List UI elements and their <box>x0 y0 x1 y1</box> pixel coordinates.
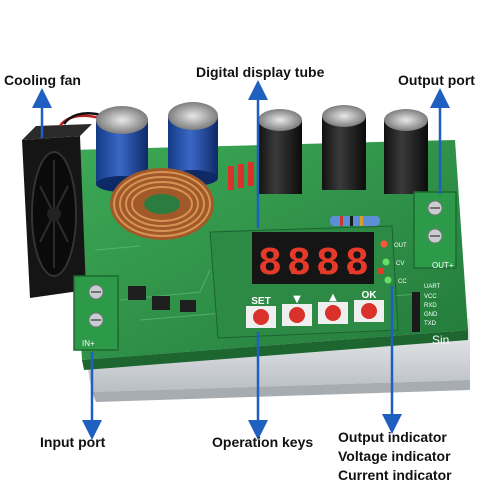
uart-header: UART VCC RXD GND TXD <box>412 284 441 332</box>
key-down-label: ▼ <box>293 294 301 305</box>
led-label-cc: CC <box>398 279 407 285</box>
callout-arrows <box>32 80 450 440</box>
uart-pin-rxd: RXD <box>424 303 437 309</box>
callout-cooling-fan: Cooling fan <box>4 72 81 88</box>
callout-current-indicator: Current indicator <box>338 467 452 483</box>
key-down[interactable]: ▼ <box>282 294 312 326</box>
uart-pin-vcc: VCC <box>424 294 437 300</box>
key-set[interactable]: SET <box>246 296 276 328</box>
operation-keys: SET ▼ ▲ OK <box>246 290 384 328</box>
indicator-leds: OUT CV CC <box>380 240 407 285</box>
display-module: 8. 8. 8. 8. <box>209 225 399 339</box>
key-ok[interactable]: OK <box>354 290 384 322</box>
callout-output-indicator: Output indicator <box>338 429 447 445</box>
uart-title: UART <box>424 284 441 290</box>
svg-text:8.: 8. <box>287 242 335 287</box>
svg-text:8.: 8. <box>316 242 364 287</box>
uart-pin-txd: TXD <box>424 321 437 327</box>
key-up-label: ▲ <box>329 292 337 303</box>
ic-chips <box>128 286 196 312</box>
svg-text:8.: 8. <box>258 242 306 287</box>
output-terminal: OUT+ <box>413 191 457 270</box>
callout-voltage-indicator: Voltage indicator <box>338 448 451 464</box>
key-set-label: SET <box>251 296 270 307</box>
callout-operation-keys: Operation keys <box>212 434 314 450</box>
callout-digital-display: Digital display tube <box>196 64 325 80</box>
input-terminal: IN+ <box>73 275 119 351</box>
resistor <box>330 216 380 226</box>
led-label-cv: CV <box>396 261 404 267</box>
black-capacitors <box>258 105 428 194</box>
uart-pin-gnd: GND <box>424 312 438 318</box>
inductor-coil <box>110 168 214 240</box>
callout-output-port: Output port <box>398 72 475 88</box>
small-red-caps <box>228 162 254 190</box>
terminal-out-label: OUT+ <box>432 261 454 270</box>
key-ok-label: OK <box>362 290 378 301</box>
callout-indicators: Output indicator Voltage indicator Curre… <box>338 428 452 485</box>
board-logo: Sin <box>432 333 449 347</box>
cooling-fan <box>22 111 132 298</box>
terminal-in-label: IN+ <box>82 339 95 348</box>
led-label-out: OUT <box>394 243 407 249</box>
key-up[interactable]: ▲ <box>318 292 348 324</box>
callout-input-port: Input port <box>40 434 106 450</box>
